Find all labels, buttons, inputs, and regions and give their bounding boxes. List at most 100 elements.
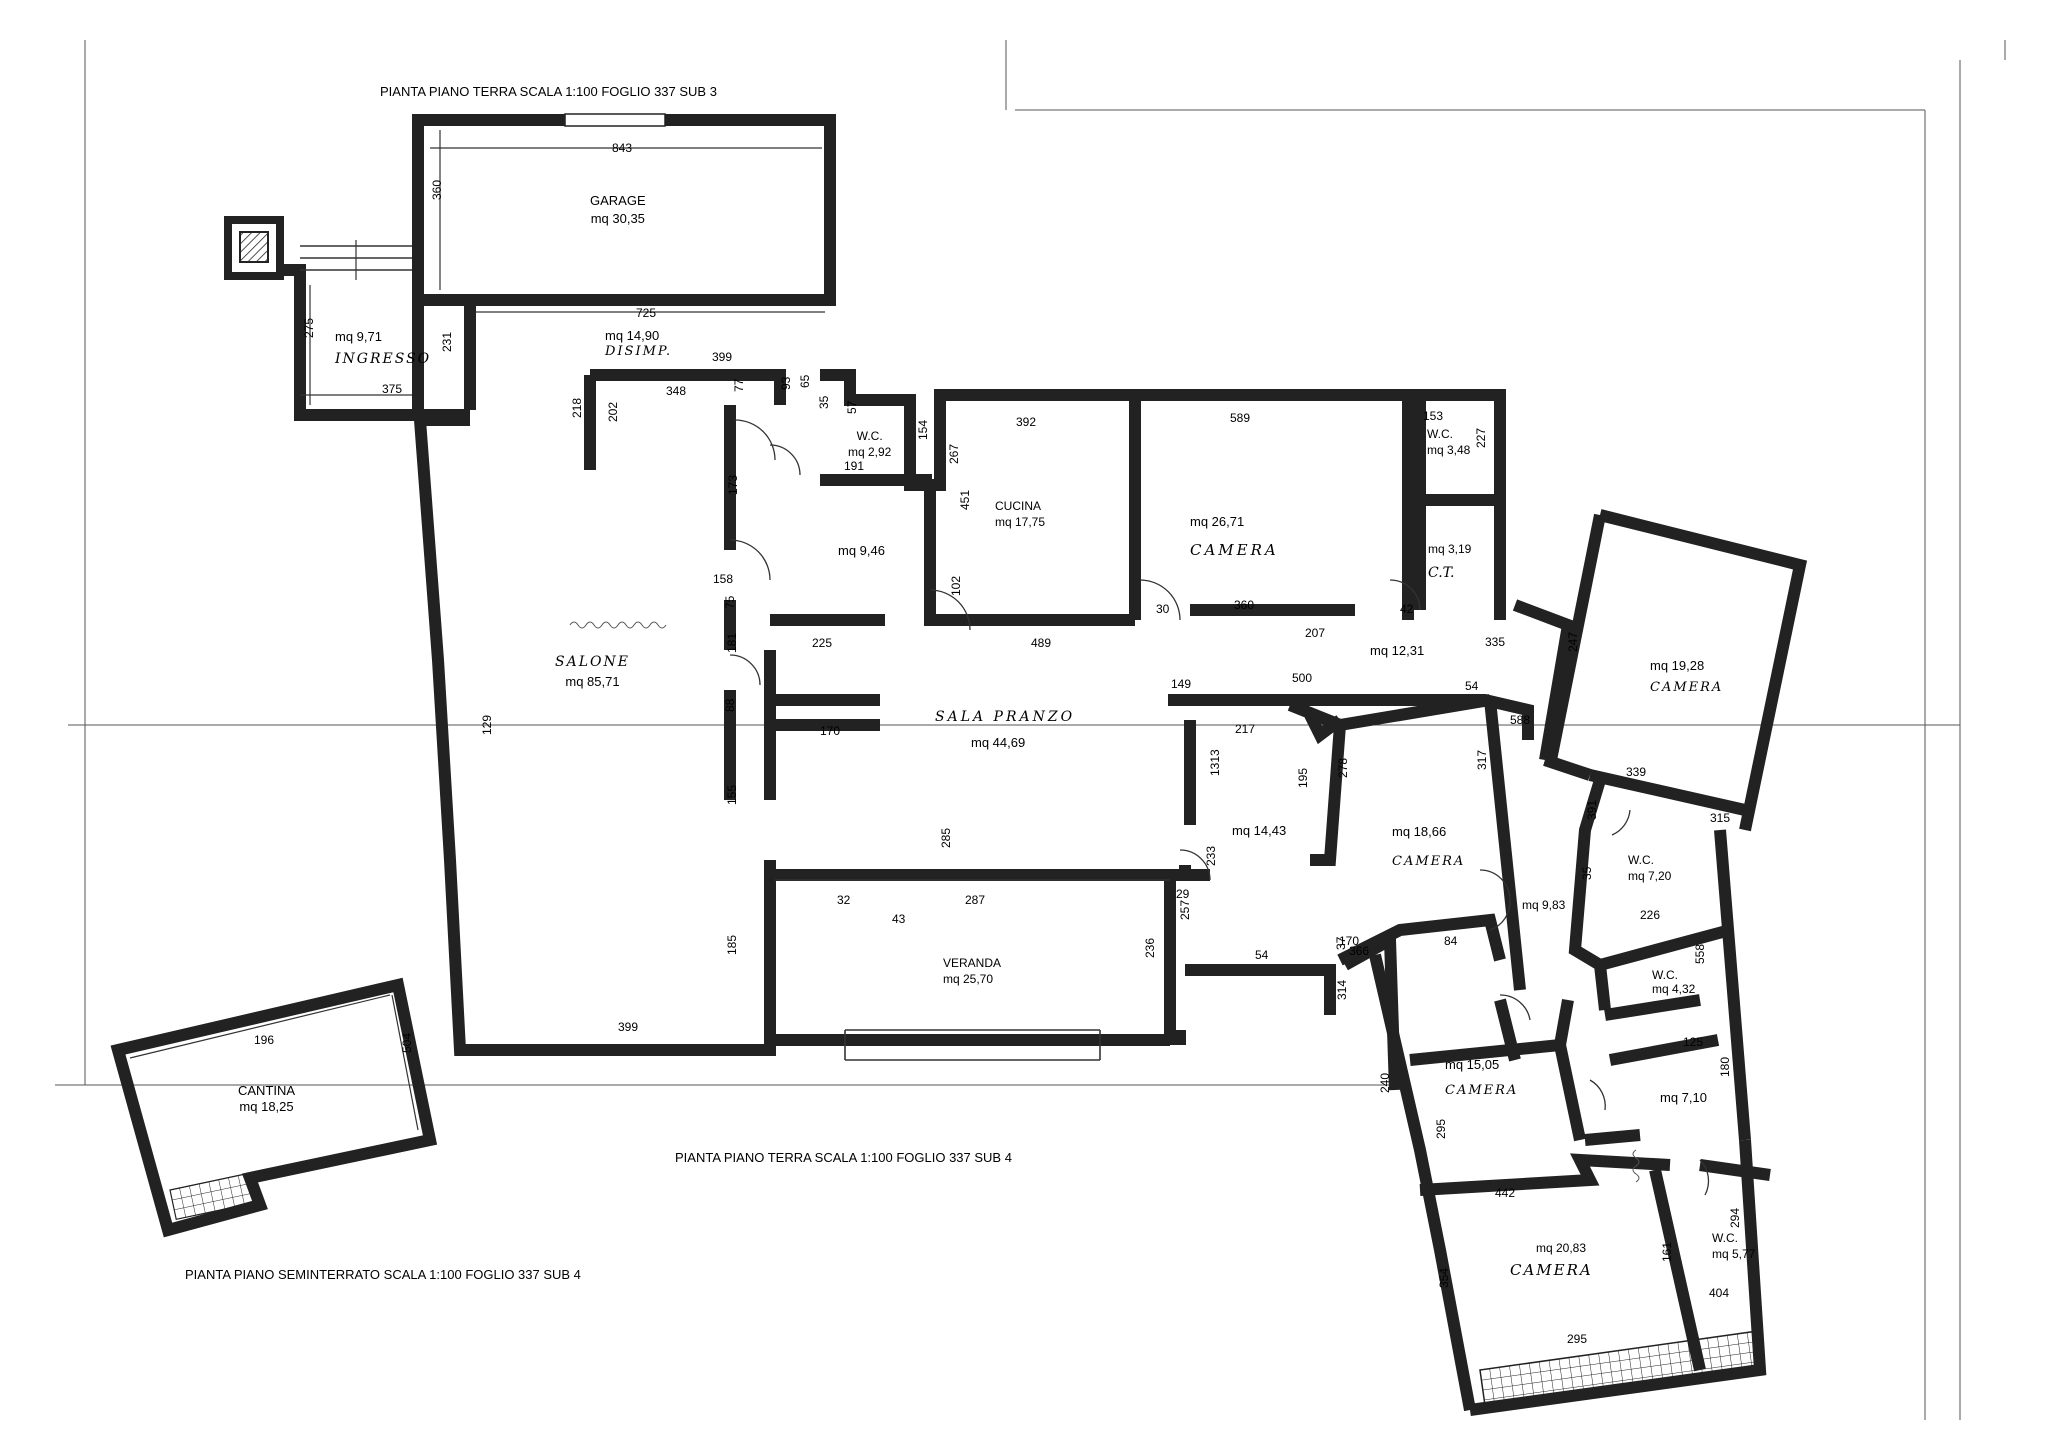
room-wc1: W.C. mq 2,92	[848, 428, 891, 460]
dimension-label: 65	[798, 374, 812, 388]
dimension-label: 335	[1485, 635, 1506, 649]
dimension-label: 1313	[1208, 749, 1222, 776]
room-area: mq 18,25	[239, 1099, 294, 1114]
dimension-label: 202	[606, 401, 620, 422]
room-name: CAMERA	[1510, 1261, 1593, 1279]
dimension-label: 218	[570, 397, 584, 418]
dimension-label: 295	[1434, 1118, 1448, 1139]
dimension-label: 843	[612, 141, 633, 155]
dimension-label: 35	[817, 395, 831, 409]
room-area: mq 14,90	[605, 328, 660, 343]
room-name: W.C.	[1712, 1231, 1738, 1245]
room-area: mq 20,83	[1536, 1241, 1587, 1255]
dimension-label: 360	[430, 179, 444, 200]
dimension-label: 257	[1178, 899, 1192, 920]
dimension-label: 315	[1710, 811, 1731, 825]
dimension-label: 225	[812, 636, 833, 650]
room-area: mq 5,77	[1712, 1247, 1756, 1261]
dimension-label: 227	[1474, 427, 1488, 448]
dimension-label: 154	[916, 419, 930, 440]
dimension-label: 88	[723, 698, 737, 712]
room-name: W.C.	[856, 429, 883, 443]
room-wc3: W.C. mq 7,20	[1628, 852, 1671, 884]
dimension-label: 158	[713, 572, 734, 586]
dimension-label: 317	[1475, 749, 1489, 770]
dimension-label: 558	[1693, 943, 1707, 964]
dimension-label: 489	[1031, 636, 1052, 650]
dimension-label: 75	[723, 595, 737, 609]
dimension-label: 173	[726, 474, 740, 495]
room-name: C.T.	[1428, 565, 1455, 581]
room-salone: SALONE mq 85,71	[555, 652, 630, 692]
room-area: mq 85,71	[565, 674, 620, 689]
room-946: mq 9,46	[838, 543, 885, 558]
dimension-label: 240	[1378, 1072, 1392, 1093]
dimension-label: 366	[1349, 944, 1370, 958]
dimension-label: 233	[1204, 845, 1218, 866]
room-name: VERANDA	[943, 956, 1002, 970]
room-name: W.C.	[1427, 427, 1453, 441]
room-wc4: W.C. mq 4,32	[1652, 968, 1695, 996]
main-walls	[412, 300, 1534, 1056]
dimension-label: 589	[1230, 411, 1251, 425]
room-name: CAMERA	[1650, 680, 1724, 695]
room-wc5: W.C. mq 5,77	[1712, 1230, 1755, 1262]
dimension-label: 391	[1585, 799, 1599, 820]
dimension-label: 129	[480, 714, 494, 735]
room-1443: mq 14,43	[1232, 823, 1287, 838]
dimension-label: 37	[1334, 936, 1348, 950]
dimension-label: 42	[1400, 602, 1414, 616]
title-sub4: PIANTA PIANO TERRA SCALA 1:100 FOGLIO 33…	[675, 1150, 1012, 1165]
dimension-label: 29	[1176, 887, 1190, 901]
dimension-label: 404	[1709, 1286, 1730, 1300]
room-name: SALA PRANZO	[935, 709, 1076, 725]
chimney	[224, 216, 418, 421]
dimension-label: 149	[1171, 677, 1192, 691]
room-area: mq 44,69	[971, 735, 1026, 750]
room-camera2: mq 19,28 CAMERA	[1650, 655, 1723, 699]
dimension-label: 196	[254, 1033, 275, 1047]
dimension-label: 278	[1336, 757, 1350, 778]
garage	[412, 113, 836, 306]
dimension-label: 231	[440, 331, 454, 352]
room-area: mq 3,19	[1428, 542, 1472, 556]
title-sub3: PIANTA PIANO TERRA SCALA 1:100 FOGLIO 33…	[380, 84, 717, 99]
room-disimp2: mq 12,31	[1370, 643, 1425, 658]
room-camera5: mq 20,83 CAMERA	[1510, 1237, 1593, 1281]
room-area: mq 19,28	[1650, 658, 1705, 673]
dimension-label: 57	[845, 400, 859, 414]
room-name: INGRESSO	[335, 351, 432, 367]
room-name: W.C.	[1628, 853, 1654, 867]
room-name: W.C.	[1652, 968, 1678, 982]
dimension-label: 207	[1305, 626, 1326, 640]
dimension-label: 180	[1718, 1056, 1732, 1077]
dimension-label: 588	[1510, 713, 1531, 727]
room-veranda: VERANDA mq 25,70	[943, 955, 1001, 987]
room-name: GARAGE	[590, 193, 646, 208]
dimension-label: 155	[725, 784, 739, 805]
room-area: mq 7,20	[1628, 869, 1672, 883]
dimension-label: 275	[302, 317, 316, 338]
dimension-label: 375	[382, 382, 403, 396]
room-area: mq 15,05	[1445, 1057, 1500, 1072]
doors	[729, 419, 1710, 1196]
room-cucina: CUCINA mq 17,75	[995, 498, 1045, 530]
dimension-label: 725	[636, 306, 657, 320]
room-area: mq 18,66	[1392, 824, 1447, 839]
room-area: mq 4,32	[1652, 982, 1696, 996]
room-name: CAMERA	[1392, 854, 1466, 869]
room-area: mq 3,48	[1427, 443, 1471, 457]
room-cantina: CANTINA mq 18,25	[238, 1083, 295, 1115]
dimension-label: 392	[1016, 415, 1037, 429]
dimension-label: 153	[1423, 409, 1444, 423]
dimension-label: 185	[725, 934, 739, 955]
room-garage: GARAGE mq 30,35	[590, 192, 646, 228]
room-name: CUCINA	[995, 499, 1042, 513]
dimension-label: 339	[1626, 765, 1647, 779]
room-disimp: mq 14,90 DISIMP.	[605, 328, 672, 360]
dimension-label: 170	[820, 724, 841, 738]
room-name: SALONE	[555, 654, 630, 670]
room-710: mq 7,10	[1660, 1090, 1707, 1105]
dimension-label: 267	[947, 443, 961, 464]
